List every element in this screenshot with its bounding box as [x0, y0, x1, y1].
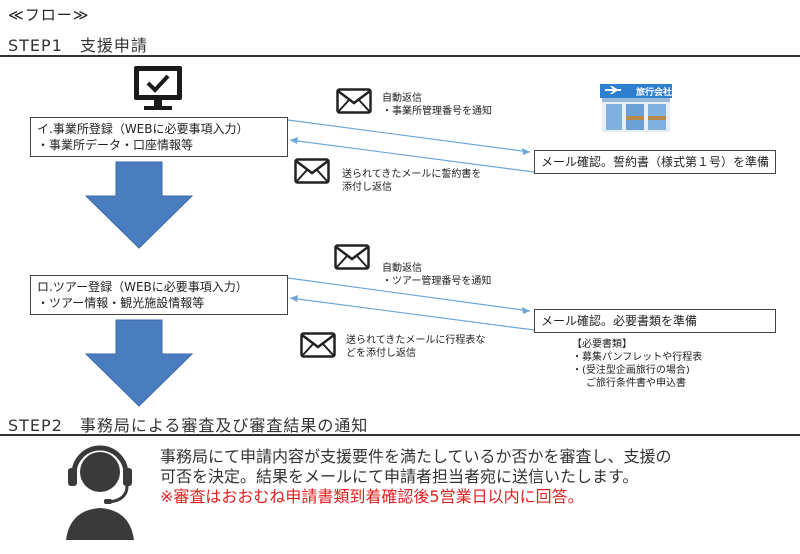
required-docs-heading: 【必要書類】	[572, 339, 632, 350]
tour-reply-envelope-icon	[300, 332, 336, 358]
agency-docs-confirm-text: メール確認。必要書類を準備	[541, 314, 698, 328]
tour-auto-reply-text: 自動返信 ・ツアー管理番号を通知	[382, 262, 491, 288]
reply-note-line2: 添付し返信	[342, 182, 392, 193]
office-registration-box: イ.事業所登録（WEBに必要事項入力） ・事業所データ・口座情報等	[30, 117, 288, 157]
auto-reply-envelope-icon	[336, 88, 372, 114]
agency-docs-confirm-box: メール確認。必要書類を準備	[534, 309, 776, 333]
auto-reply-detail: ・事業所管理番号を通知	[382, 106, 492, 117]
review-description-line2: 可否を決定。結果をメールにて申請者担当者宛に送信いたします。	[160, 467, 639, 486]
reply-note-text: 送られてきたメールに誓約書を 添付し返信	[342, 168, 481, 194]
reply-envelope-icon	[294, 158, 330, 184]
auto-reply-text: 自動返信 ・事業所管理番号を通知	[382, 92, 492, 118]
step2-divider	[0, 434, 800, 436]
tour-reply-note-line2: どを添付し返信	[346, 348, 416, 359]
reply-note-line1: 送られてきたメールに誓約書を	[342, 169, 482, 180]
agency-email-confirm-box: メール確認。誓約書（様式第１号）を準備	[534, 150, 776, 174]
office-registration-detail: ・事業所データ・口座情報等	[37, 138, 194, 152]
review-description: 事務局にて申請内容が支援要件を満たしているか否かを審査し、支援の 可否を決定。結…	[160, 447, 672, 507]
review-description-line1: 事務局にて申請内容が支援要件を満たしているか否かを審査し、支援の	[160, 447, 672, 466]
flow-down-arrow-1	[84, 161, 194, 249]
auto-reply-label: 自動返信	[382, 93, 422, 104]
tour-registration-title: ロ.ツアー登録（WEBに必要事項入力）	[37, 280, 248, 294]
required-docs-item-pamphlet: ・募集パンフレットや行程表	[572, 352, 703, 363]
travel-agency-sign: 旅行会社	[636, 88, 673, 98]
step2-title: STEP2 事務局による審査及び審査結果の通知	[8, 416, 369, 435]
review-timing-note: ※審査はおおむね申請書類到着確認後5営業日以内に回答。	[160, 487, 584, 506]
step1-divider	[0, 55, 800, 57]
computer-monitor-icon	[134, 66, 182, 110]
flow-down-arrow-2	[84, 319, 194, 407]
required-docs-item-conditions: ご旅行条件書や申込書	[586, 378, 686, 389]
tour-auto-reply-label: 自動返信	[382, 263, 422, 274]
flow-title: ≪フロー≫	[8, 6, 90, 24]
required-docs-list: 【必要書類】 ・募集パンフレットや行程表 ・(受注型企画旅行の場合) ご旅行条件…	[572, 338, 702, 390]
tour-reply-note-line1: 送られてきたメールに行程表な	[346, 335, 486, 346]
support-operator-icon	[66, 445, 134, 540]
office-registration-title: イ.事業所登録（WEBに必要事項入力）	[37, 122, 249, 136]
required-docs-item-order-type: ・(受注型企画旅行の場合)	[572, 365, 690, 376]
agency-email-confirm-text: メール確認。誓約書（様式第１号）を準備	[541, 155, 770, 169]
tour-reply-note-text: 送られてきたメールに行程表な どを添付し返信	[346, 334, 485, 360]
tour-auto-reply-detail: ・ツアー管理番号を通知	[382, 276, 492, 287]
tour-registration-detail: ・ツアー情報・観光施設情報等	[37, 296, 205, 310]
step1-title: STEP1 支援申請	[8, 36, 148, 55]
tour-auto-reply-envelope-icon	[334, 244, 370, 270]
travel-agency-building-icon	[600, 84, 672, 132]
tour-registration-box: ロ.ツアー登録（WEBに必要事項入力） ・ツアー情報・観光施設情報等	[30, 275, 288, 315]
